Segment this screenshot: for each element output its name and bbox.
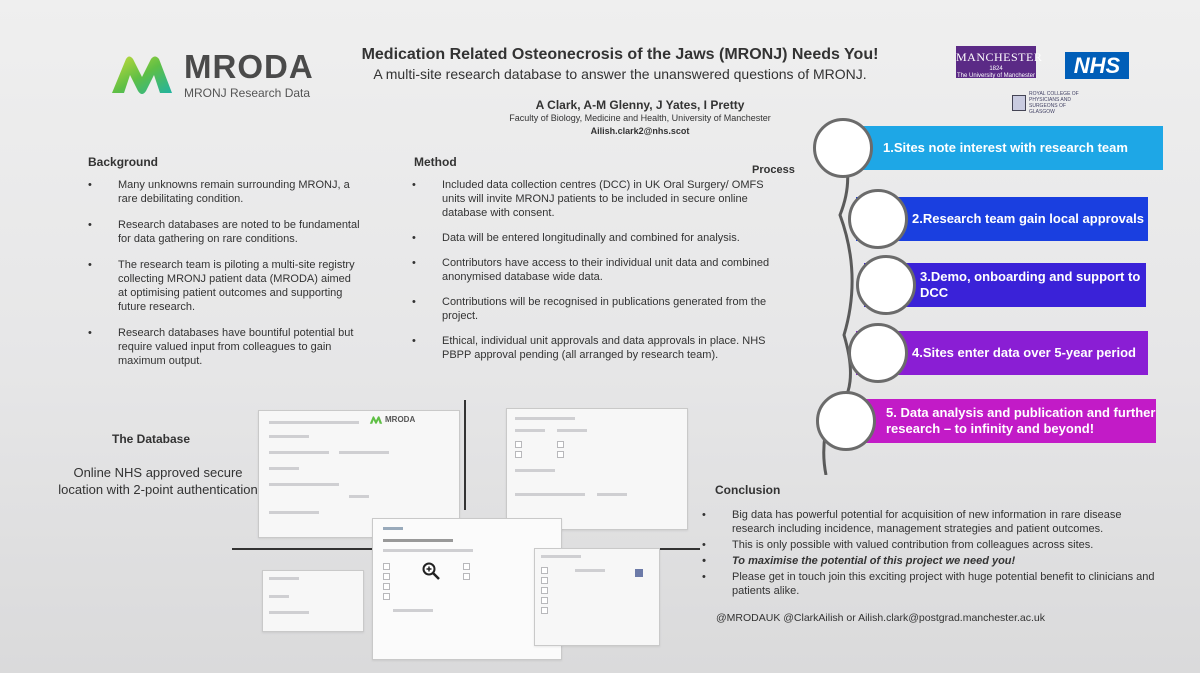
database-screenshot [534, 548, 660, 646]
mroda-logo: MRODA MRONJ Research Data [108, 50, 314, 100]
step-circle [813, 118, 873, 178]
process-step-2: 2.Research team gain local approvals [848, 189, 1148, 249]
background-list: Many unknowns remain surrounding MRONJ, … [88, 178, 363, 380]
list-item: To maximise the potential of this projec… [702, 554, 1162, 568]
conclusion-heading: Conclusion [715, 483, 781, 497]
step-circle [856, 255, 916, 315]
step-label: 5. Data analysis and publication and fur… [830, 399, 1156, 443]
list-item: The research team is piloting a multi-si… [88, 258, 363, 314]
step-circle [848, 323, 908, 383]
affiliation: Faculty of Biology, Medicine and Health,… [509, 113, 771, 123]
authors: A Clark, A-M Glenny, J Yates, I Pretty [535, 98, 745, 112]
list-item: This is only possible with valued contri… [702, 538, 1162, 552]
list-item: Big data has powerful potential for acqu… [702, 508, 1162, 536]
list-item: Included data collection centres (DCC) i… [412, 178, 772, 220]
step-circle [816, 391, 876, 451]
list-item: Research databases have bountiful potent… [88, 326, 363, 368]
process-step-4: 4.Sites enter data over 5-year period [848, 323, 1148, 383]
rcps-logo: ROYAL COLLEGE OF PHYSICIANS AND SURGEONS… [1012, 91, 1081, 115]
zoom-in-icon [422, 562, 440, 580]
crest-icon [1012, 95, 1026, 111]
list-item: Ethical, individual unit approvals and d… [412, 334, 772, 362]
database-heading: The Database [112, 432, 191, 446]
list-item: Many unknowns remain surrounding MRONJ, … [88, 178, 363, 206]
conclusion-list: Big data has powerful potential for acqu… [702, 508, 1162, 600]
mroda-logo-icon [369, 416, 383, 424]
contact-line: @MRODAUK @ClarkAilish or Ailish.clark@po… [716, 612, 1045, 624]
list-item: Contributions will be recognised in publ… [412, 295, 772, 323]
poster-subtitle: A multi-site research database to answer… [373, 66, 867, 82]
database-screenshot [372, 518, 562, 660]
database-screenshot [262, 570, 364, 632]
list-item: Contributors have access to their indivi… [412, 256, 772, 284]
poster-title: Medication Related Osteonecrosis of the … [361, 46, 879, 63]
list-item: Data will be entered longitudinally and … [412, 231, 772, 245]
divider [464, 400, 466, 510]
background-heading: Background [88, 155, 159, 169]
step-label: 1.Sites note interest with research team [827, 126, 1163, 170]
process-step-3: 3.Demo, onboarding and support to DCC [856, 255, 1146, 315]
logo-title: MRODA [184, 48, 314, 85]
mini-logo-title: MRODA [385, 415, 416, 424]
method-list: Included data collection centres (DCC) i… [412, 178, 772, 373]
nhs-logo: NHS [1065, 52, 1129, 79]
process-heading: Process [752, 164, 795, 176]
process-step-1: 1.Sites note interest with research team [813, 118, 1163, 178]
author-email: Ailish.clark2@nhs.scot [590, 126, 690, 136]
process-step-5: 5. Data analysis and publication and fur… [816, 391, 1156, 451]
database-screenshot: MRODA [258, 410, 460, 538]
list-item: Please get in touch join this exciting p… [702, 570, 1162, 598]
database-text: Online NHS approved secure location with… [58, 465, 258, 497]
method-heading: Method [414, 155, 457, 169]
manchester-logo: MANCHESTER 1824 The University of Manche… [956, 46, 1042, 79]
database-screenshot [506, 408, 688, 530]
mroda-logo-icon [112, 56, 172, 94]
list-item: Research databases are noted to be funda… [88, 218, 363, 246]
logo-subtitle: MRONJ Research Data [184, 86, 311, 100]
step-circle [848, 189, 908, 249]
